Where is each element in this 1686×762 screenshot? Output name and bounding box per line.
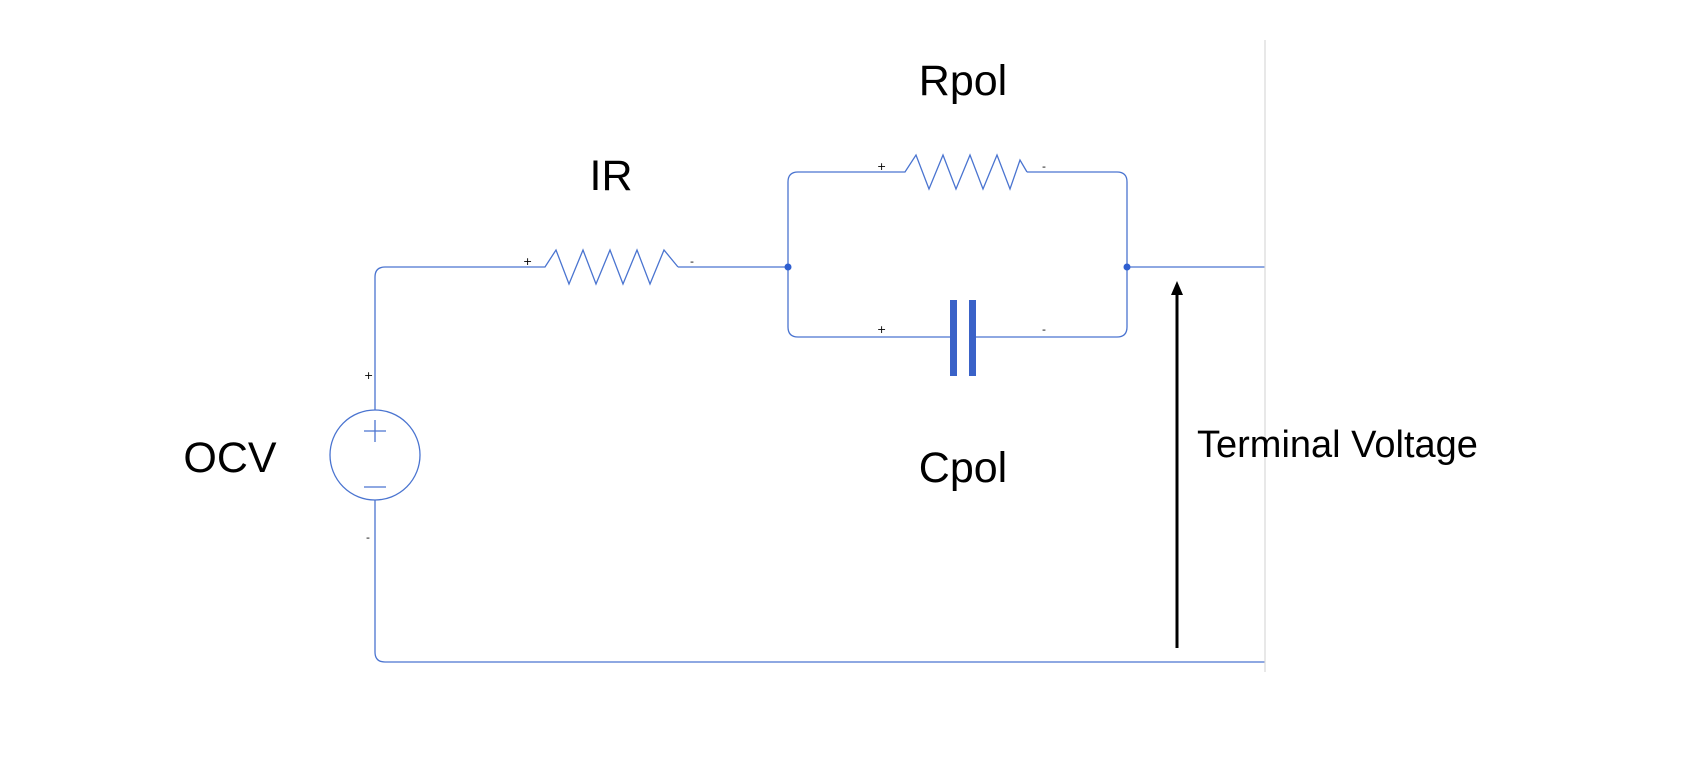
ocv-plus-sign: + xyxy=(364,369,373,382)
wire-left-branch xyxy=(787,171,950,338)
label-cpol: Cpol xyxy=(919,444,1007,492)
ir-plus-sign: + xyxy=(523,255,532,268)
junction-dot-left xyxy=(784,263,792,271)
rpol-resistor xyxy=(898,153,1028,191)
arrow-head-icon xyxy=(1171,281,1183,295)
ir-resistor xyxy=(538,248,679,286)
rpol-minus-sign: - xyxy=(1042,160,1046,173)
capacitor-plate-left xyxy=(950,300,957,376)
cpol-plus-sign: + xyxy=(877,323,886,336)
terminal-voltage-arrow xyxy=(1171,281,1183,648)
cpol-capacitor xyxy=(950,300,976,376)
cpol-minus-sign: - xyxy=(1042,323,1046,336)
circuit-wires xyxy=(374,40,1266,672)
ocv-voltage-source xyxy=(329,409,421,501)
label-terminal-voltage: Terminal Voltage xyxy=(1197,424,1478,466)
label-ir: IR xyxy=(590,152,633,200)
capacitor-plate-right xyxy=(969,300,976,376)
wire-right-branch xyxy=(976,171,1128,338)
junction-dot-right xyxy=(1123,263,1131,271)
ocv-minus-sign: - xyxy=(366,531,370,544)
label-ocv: OCV xyxy=(183,434,277,482)
wire-bottom-return xyxy=(374,500,1265,663)
ir-minus-sign: - xyxy=(690,255,694,268)
label-rpol: Rpol xyxy=(919,57,1007,105)
voltage-source-circle xyxy=(329,409,421,501)
wire-left-top xyxy=(374,266,538,410)
rpol-plus-sign: + xyxy=(877,160,886,173)
